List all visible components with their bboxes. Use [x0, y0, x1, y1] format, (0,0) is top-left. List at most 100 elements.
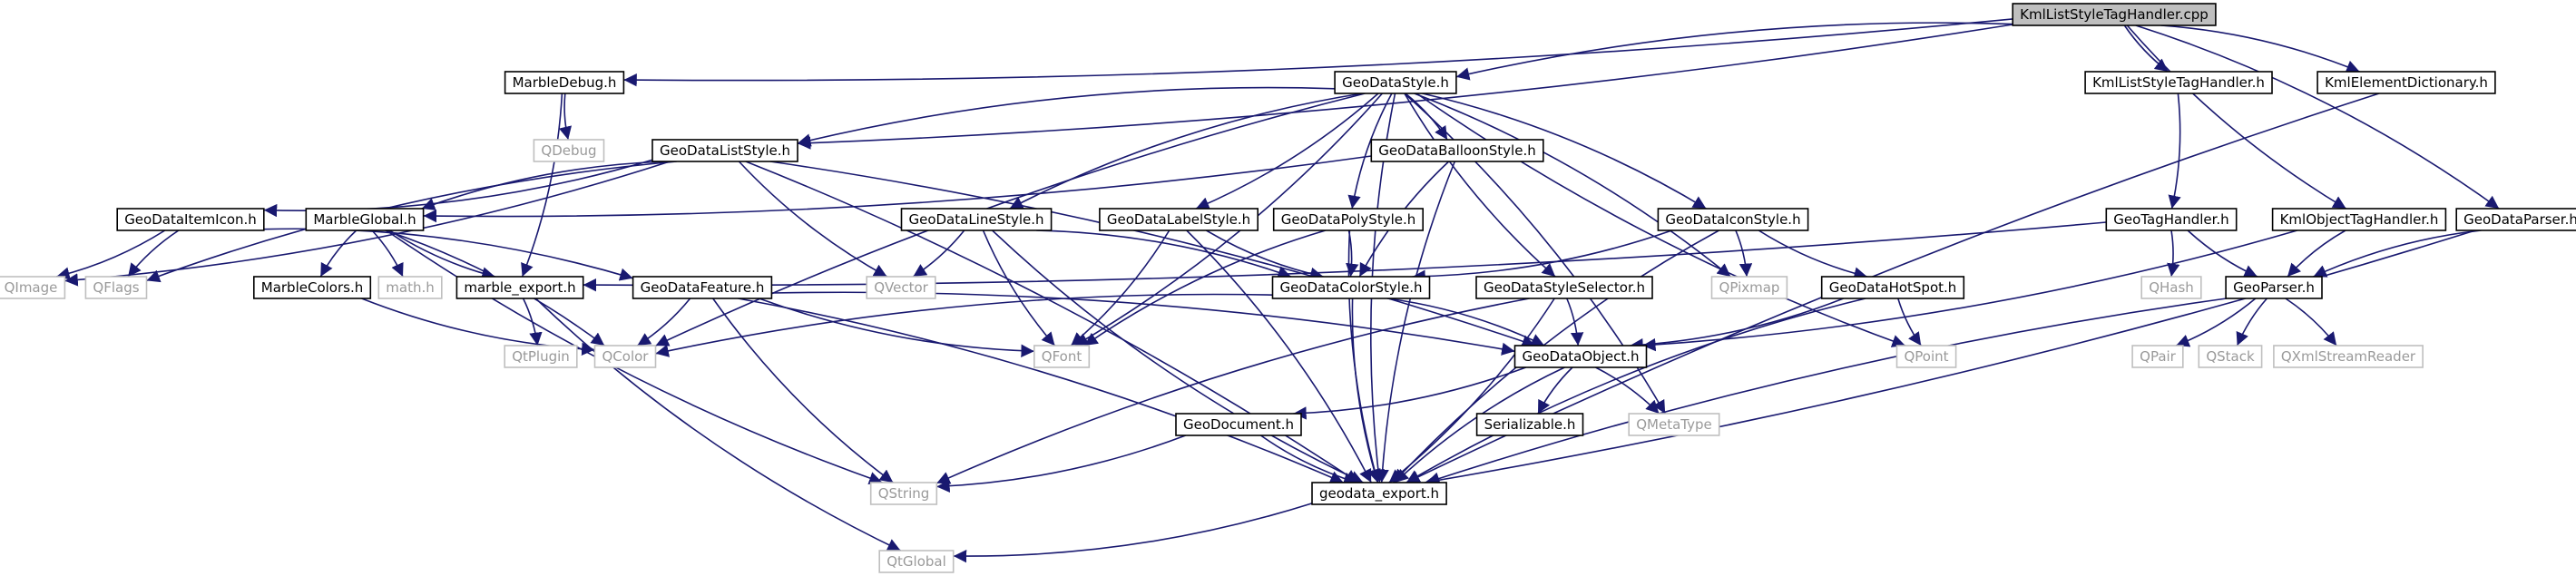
node-label: QString	[878, 485, 930, 502]
node-box	[2012, 3, 2217, 26]
dependency-edge	[1537, 366, 1573, 415]
node-label: GeoDataFeature.h	[641, 279, 765, 296]
node-label: MarbleDebug.h	[513, 74, 617, 91]
node-label: GeoDataObject.h	[1523, 348, 1640, 365]
node-box	[305, 208, 425, 231]
node-label: QFont	[1042, 348, 1082, 365]
header-node[interactable]: MarbleDebug.h	[504, 71, 625, 94]
dependency-edge	[1074, 93, 1383, 347]
header-node[interactable]: marble_export.h	[455, 276, 584, 299]
header-node[interactable]: GeoDataBalloonStyle.h	[1370, 139, 1544, 162]
dependency-edge	[2187, 229, 2258, 278]
node-box	[504, 71, 625, 94]
dependency-edge	[2175, 298, 2257, 347]
node-label: QColor	[602, 348, 650, 365]
dependency-edge	[386, 229, 883, 484]
header-node[interactable]: GeoDataIconStyle.h	[1657, 208, 1809, 231]
node-label: QDebug	[541, 142, 596, 159]
external-node: QPixmap	[1710, 276, 1788, 299]
node-box	[1271, 276, 1431, 299]
header-node[interactable]: GeoDataLineStyle.h	[900, 208, 1053, 231]
node-label: QMetaType	[1636, 416, 1712, 433]
header-node[interactable]: GeoDataFeature.h	[632, 276, 773, 299]
header-node[interactable]: KmlElementDictionary.h	[2316, 71, 2496, 94]
dependency-edges	[56, 18, 2500, 563]
node-box	[1272, 208, 1424, 231]
external-node: QHash	[2140, 276, 2202, 299]
dependency-edge	[1070, 229, 1170, 347]
root-file-node[interactable]: KmlListStyleTagHandler.cpp	[2012, 3, 2217, 26]
node-box	[84, 276, 148, 299]
node-box	[2273, 345, 2424, 368]
dependency-edge	[1404, 93, 1556, 278]
dependency-edge	[1595, 366, 1660, 415]
header-node[interactable]: GeoDataStyleSelector.h	[1475, 276, 1653, 299]
dependency-edge	[769, 161, 1536, 348]
external-node: QImage	[0, 276, 66, 299]
node-box	[252, 276, 372, 299]
dependency-edge	[319, 229, 358, 278]
external-node: QMetaType	[1628, 413, 1720, 436]
header-node[interactable]: KmlListStyleTagHandler.h	[2084, 71, 2273, 94]
node-label: KmlListStyleTagHandler.cpp	[2020, 6, 2209, 23]
external-node: QVector	[866, 276, 936, 299]
dependency-edge	[146, 161, 677, 283]
node-label: GeoDataLineStyle.h	[908, 211, 1043, 228]
dependency-edge	[1425, 298, 2228, 485]
header-node[interactable]: GeoDataHotSpot.h	[1820, 276, 1965, 299]
header-node[interactable]: GeoTagHandler.h	[2105, 208, 2238, 231]
dependency-edge	[388, 229, 495, 280]
dependency-edge	[1392, 229, 1719, 483]
dependency-edge	[558, 93, 572, 141]
node-box	[593, 345, 657, 368]
dependency-edge	[953, 503, 1313, 563]
header-node[interactable]: GeoDataObject.h	[1513, 345, 1648, 368]
dependency-edge	[1388, 298, 1555, 483]
header-node[interactable]: GeoDocument.h	[1175, 413, 1302, 436]
header-node[interactable]: MarbleColors.h	[252, 276, 372, 299]
dependency-edge	[1758, 229, 1867, 280]
node-label: GeoDataStyleSelector.h	[1484, 279, 1645, 296]
external-node: QXmlStreamReader	[2273, 345, 2424, 368]
header-node[interactable]: GeoDataStyle.h	[1334, 71, 1457, 94]
node-box	[504, 345, 578, 368]
node-box	[1311, 482, 1447, 505]
node-box	[878, 550, 955, 573]
header-node[interactable]: GeoDataListStyle.h	[651, 139, 798, 162]
node-box	[1475, 276, 1653, 299]
header-node[interactable]: GeoDataColorStyle.h	[1271, 276, 1431, 299]
node-box	[0, 276, 66, 299]
dependency-edge	[534, 298, 901, 552]
header-node[interactable]: GeoDataLabelStyle.h	[1099, 208, 1259, 231]
external-node: math.h	[377, 276, 443, 299]
header-node[interactable]: GeoParser.h	[2225, 276, 2323, 299]
dependency-edge	[636, 298, 691, 347]
header-node[interactable]: Serializable.h	[1475, 413, 1584, 436]
dependency-edge	[1566, 298, 1584, 347]
dependency-edge	[1422, 93, 1707, 210]
node-label: QPair	[2140, 348, 2177, 365]
header-node[interactable]: KmlObjectTagHandler.h	[2271, 208, 2447, 231]
node-label: QXmlStreamReader	[2281, 348, 2416, 365]
external-node: QFlags	[84, 276, 148, 299]
header-node[interactable]: GeoDataPolyStyle.h	[1272, 208, 1424, 231]
node-box	[900, 208, 1053, 231]
header-node[interactable]: GeoDataParser.h	[2455, 208, 2576, 231]
dependency-edge	[1347, 229, 1381, 483]
dependency-edge	[1406, 298, 1866, 483]
node-label: QtPlugin	[512, 348, 570, 365]
dependency-edge	[1630, 298, 1844, 352]
header-node[interactable]: geodata_export.h	[1311, 482, 1447, 505]
header-node[interactable]: MarbleGlobal.h	[305, 208, 425, 231]
dependency-edge	[1735, 229, 1753, 278]
dependency-edge	[738, 298, 1344, 483]
node-label: MarbleColors.h	[261, 279, 363, 296]
node-box	[2316, 71, 2496, 94]
header-node[interactable]: GeoDataItemIcon.h	[116, 208, 265, 231]
dependency-edge	[1395, 366, 1565, 483]
node-label: GeoDocument.h	[1183, 416, 1294, 433]
node-box	[1033, 345, 1091, 368]
node-box	[1628, 413, 1720, 436]
dependency-edge	[1293, 366, 1526, 420]
